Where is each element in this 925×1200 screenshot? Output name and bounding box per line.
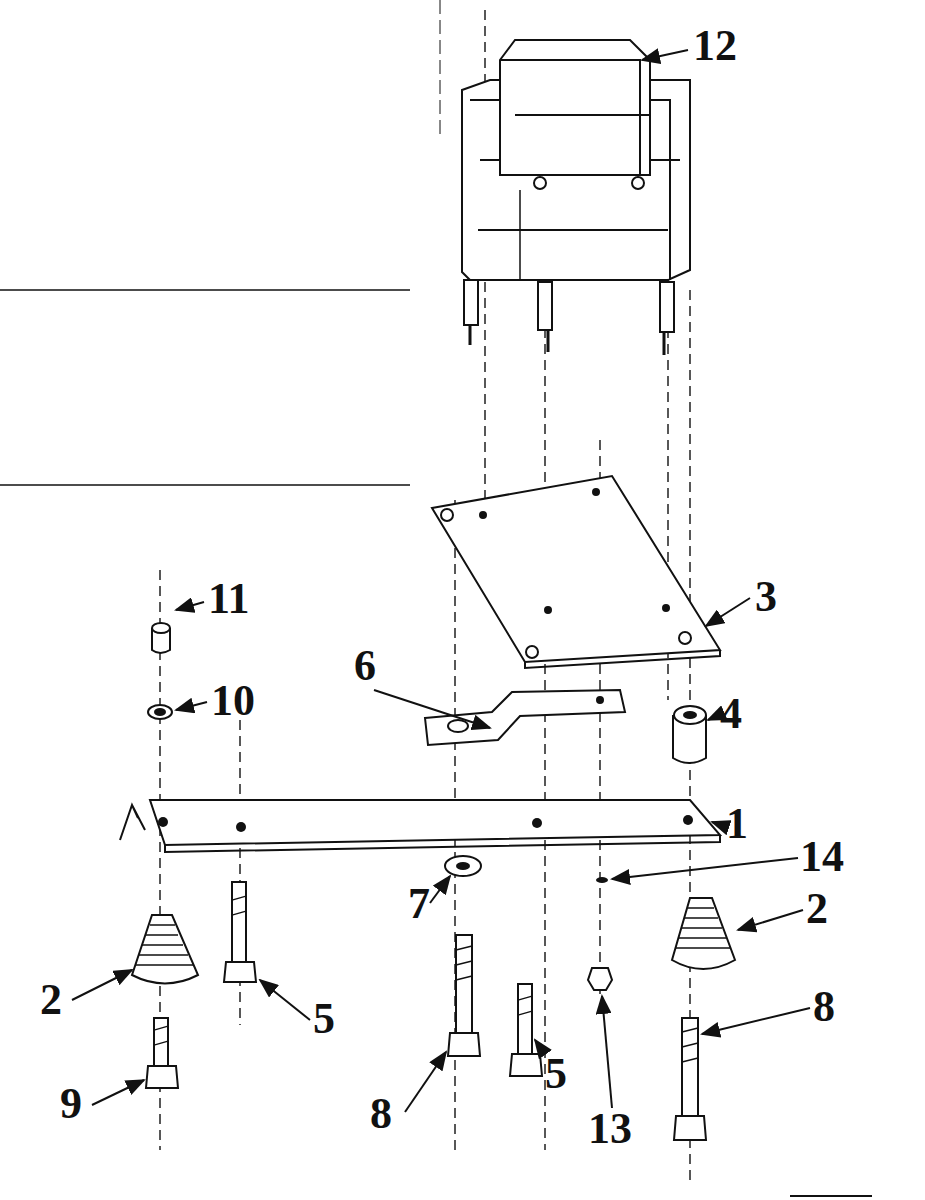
callout-number: 8 bbox=[813, 985, 835, 1029]
callout-number: 10 bbox=[211, 679, 255, 723]
callout-number: 7 bbox=[408, 882, 430, 926]
callout-number: 9 bbox=[60, 1082, 82, 1126]
callout-number: 8 bbox=[370, 1092, 392, 1136]
callout-number: 2 bbox=[40, 978, 62, 1022]
callout-number: 14 bbox=[800, 835, 844, 879]
callout-number: 6 bbox=[354, 644, 376, 688]
callout-number: 13 bbox=[588, 1107, 632, 1151]
callout-number: 2 bbox=[806, 887, 828, 931]
callout-number: 3 bbox=[755, 575, 777, 619]
callout-number: 4 bbox=[720, 692, 742, 736]
callout-number: 12 bbox=[693, 24, 737, 68]
callout-number: 1 bbox=[726, 802, 748, 846]
callout-number: 5 bbox=[545, 1052, 567, 1096]
callout-number: 11 bbox=[208, 577, 250, 621]
callout-number: 5 bbox=[313, 997, 335, 1041]
